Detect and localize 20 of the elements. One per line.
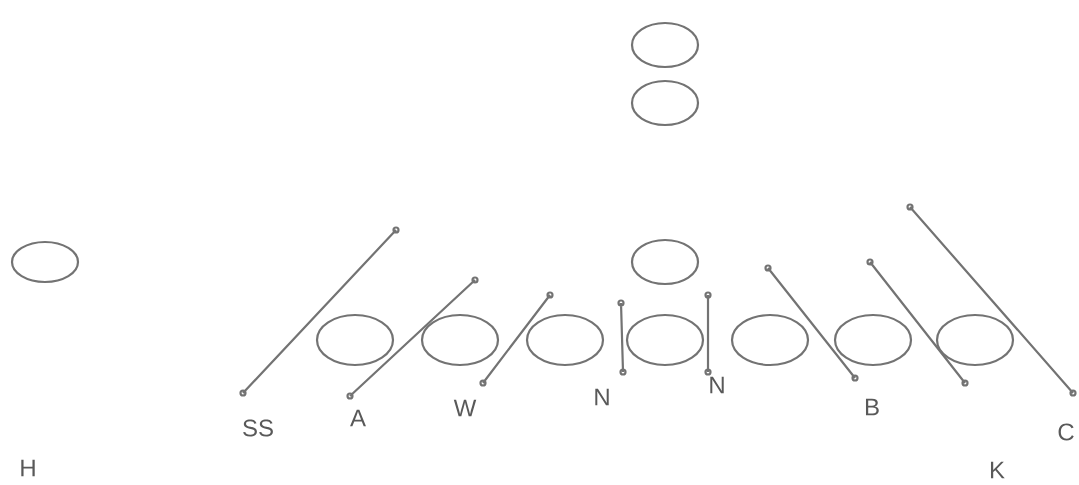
position-letter: B — [866, 398, 879, 416]
player-oval — [730, 313, 810, 367]
position-letter: SS — [243, 419, 273, 437]
player-oval — [625, 313, 705, 367]
player-oval — [525, 313, 605, 367]
player-oval — [630, 21, 700, 69]
position-letter: A — [350, 409, 366, 427]
position-letter: W — [453, 399, 477, 417]
player-oval — [10, 240, 80, 284]
position-letter: C — [1058, 423, 1074, 441]
position-letter: H — [21, 459, 35, 477]
player-oval — [935, 313, 1015, 367]
position-letter: N — [710, 376, 724, 394]
player-oval — [630, 79, 700, 127]
position-letter: K — [991, 461, 1005, 479]
player-oval — [315, 313, 395, 367]
player-oval — [833, 313, 913, 367]
player-oval — [420, 313, 500, 367]
player-oval — [630, 238, 700, 286]
position-letter: N — [595, 388, 609, 406]
